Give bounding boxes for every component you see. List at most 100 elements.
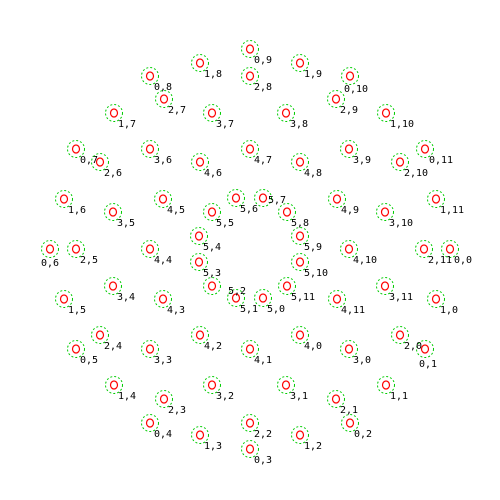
point-label: 1,0 — [440, 305, 458, 316]
point-outer-ring — [105, 104, 123, 122]
grid-point-4-11: 4,11 — [328, 290, 365, 316]
point-label: 0,7 — [80, 155, 98, 166]
grid-point-3-4: 3,4 — [104, 277, 135, 303]
grid-point-3-10: 3,10 — [376, 203, 413, 229]
grid-point-0-9: 0,9 — [241, 40, 272, 66]
point-inner-ring — [295, 257, 305, 267]
point-outer-ring — [241, 440, 259, 458]
grid-point-4-4: 4,4 — [141, 240, 172, 266]
point-inner-ring — [194, 257, 204, 267]
point-outer-ring — [291, 426, 309, 444]
grid-point-3-11: 3,11 — [376, 277, 413, 303]
point-inner-ring — [245, 344, 255, 354]
point-outer-ring — [55, 290, 73, 308]
point-label: 3,3 — [154, 355, 172, 366]
point-inner-ring — [207, 380, 217, 390]
point-outer-ring — [141, 140, 159, 158]
point-inner-ring — [295, 231, 305, 241]
point-inner-ring — [195, 157, 205, 167]
point-inner-ring — [419, 244, 429, 254]
point-inner-ring — [71, 144, 81, 154]
point-inner-ring — [159, 394, 169, 404]
point-outer-ring — [377, 104, 395, 122]
point-outer-ring — [416, 340, 434, 358]
point-label: 1,4 — [118, 391, 136, 402]
grid-point-0-1: 0,1 — [416, 340, 437, 370]
point-label: 0,9 — [254, 55, 272, 66]
point-outer-ring — [190, 253, 208, 271]
grid-point-2-5: 2,5 — [67, 240, 98, 266]
point-outer-ring — [341, 414, 359, 432]
point-outer-ring — [376, 277, 394, 295]
point-label: 0,6 — [41, 258, 59, 269]
point-outer-ring — [154, 190, 172, 208]
point-inner-ring — [332, 294, 342, 304]
point-label: 1,2 — [304, 441, 322, 452]
point-inner-ring — [109, 108, 119, 118]
grid-point-4-7: 4,7 — [241, 140, 272, 166]
point-inner-ring — [344, 144, 354, 154]
grid-point-5-4: 5,4 — [190, 227, 221, 253]
point-label: 0,4 — [154, 429, 172, 440]
grid-point-5-8: 5,8 — [278, 203, 309, 229]
point-label: 4,8 — [304, 168, 322, 179]
point-inner-ring — [258, 193, 268, 203]
point-label: 2,0 — [404, 341, 422, 352]
point-outer-ring — [241, 40, 259, 58]
grid-point-5-6: 5,6 — [227, 189, 258, 215]
point-inner-ring — [145, 71, 155, 81]
point-label: 2,3 — [168, 405, 186, 416]
point-outer-ring — [291, 153, 309, 171]
grid-point-5-11: 5,11 — [278, 277, 315, 303]
point-label: 5,5 — [216, 218, 234, 229]
point-outer-ring — [191, 54, 209, 72]
point-inner-ring — [45, 244, 55, 254]
point-inner-ring — [331, 394, 341, 404]
grid-point-3-5: 3,5 — [104, 203, 135, 229]
grid-point-3-0: 3,0 — [340, 340, 371, 366]
point-label: 4,4 — [154, 255, 172, 266]
point-outer-ring — [241, 67, 259, 85]
grid-point-2-4: 2,4 — [91, 326, 122, 352]
point-inner-ring — [159, 94, 169, 104]
point-outer-ring — [278, 277, 296, 295]
point-outer-ring — [55, 190, 73, 208]
point-outer-ring — [155, 90, 173, 108]
grid-point-4-2: 4,2 — [191, 326, 222, 352]
point-outer-ring — [104, 277, 122, 295]
point-outer-ring — [254, 189, 272, 207]
point-label: 3,11 — [389, 292, 413, 303]
point-inner-ring — [145, 144, 155, 154]
point-label: 3,1 — [290, 391, 308, 402]
grid-point-4-8: 4,8 — [291, 153, 322, 179]
point-label: 5,9 — [304, 242, 322, 253]
grid-point-4-0: 4,0 — [291, 326, 322, 352]
grid-point-3-9: 3,9 — [340, 140, 371, 166]
point-label: 5,10 — [304, 268, 328, 279]
grid-point-0-11: 0,11 — [416, 140, 453, 166]
point-outer-ring — [105, 376, 123, 394]
point-label: 3,2 — [216, 391, 234, 402]
point-inner-ring — [195, 58, 205, 68]
point-inner-ring — [431, 194, 441, 204]
point-label: 3,10 — [389, 218, 413, 229]
point-outer-ring — [104, 203, 122, 221]
grid-point-4-5: 4,5 — [154, 190, 185, 216]
point-inner-ring — [295, 58, 305, 68]
point-inner-ring — [231, 193, 241, 203]
point-inner-ring — [282, 207, 292, 217]
grid-point-5-10: 5,10 — [291, 253, 328, 279]
point-outer-ring — [341, 67, 359, 85]
point-label: 0,0 — [454, 255, 472, 266]
point-inner-ring — [245, 71, 255, 81]
point-inner-ring — [245, 44, 255, 54]
grid-point-1-1: 1,1 — [377, 376, 408, 402]
grid-point-3-6: 3,6 — [141, 140, 172, 166]
grid-point-5-2: 5,2 — [203, 277, 246, 297]
point-outer-ring — [67, 340, 85, 358]
point-label: 4,7 — [254, 155, 272, 166]
point-inner-ring — [195, 330, 205, 340]
point-inner-ring — [71, 244, 81, 254]
grid-point-5-3: 5,3 — [190, 253, 221, 279]
grid-point-2-2: 2,2 — [241, 414, 272, 440]
